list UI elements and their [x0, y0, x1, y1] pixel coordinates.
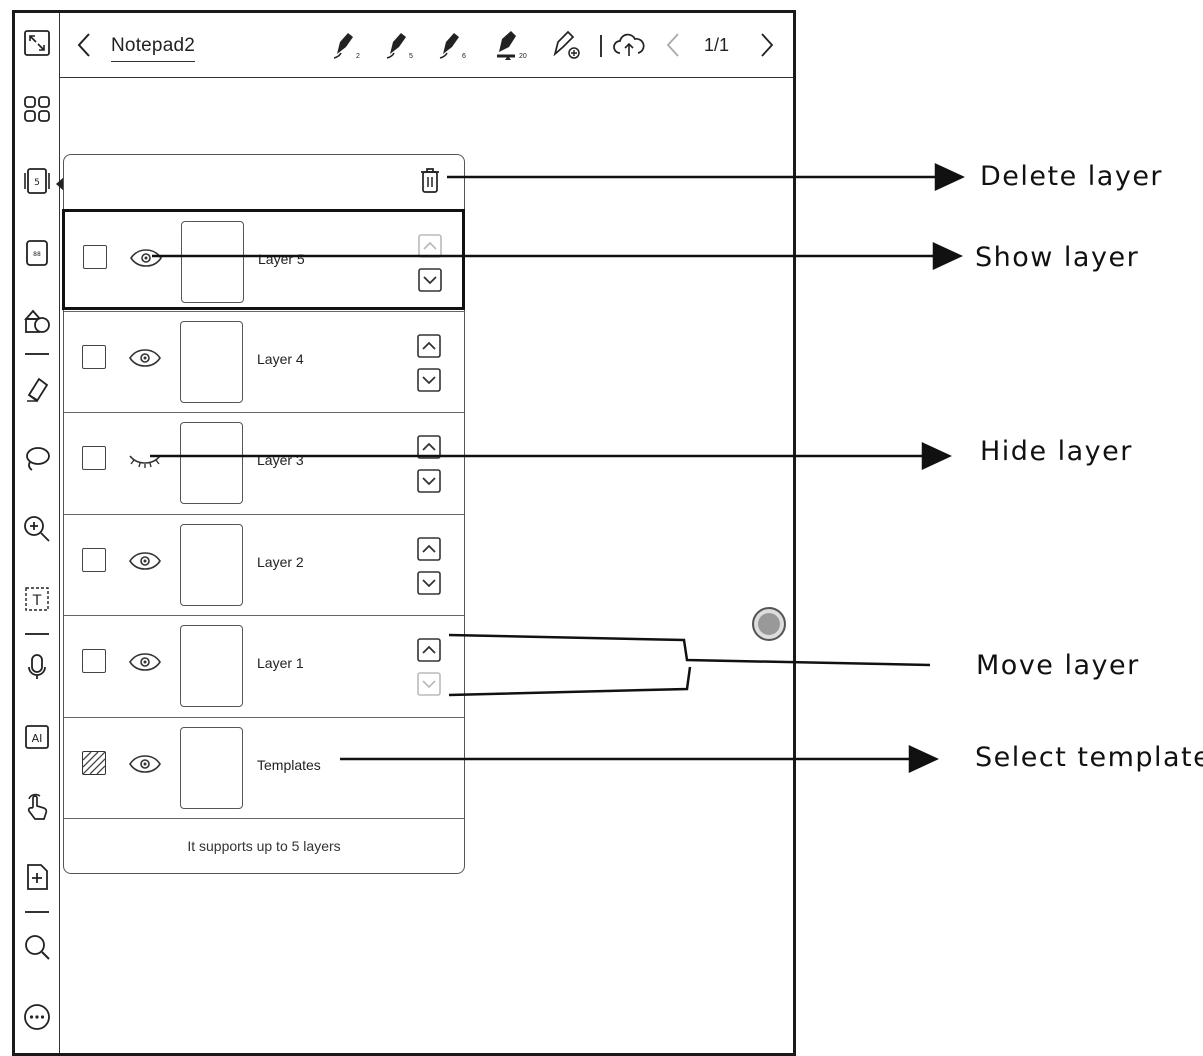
- svg-text:5: 5: [34, 178, 40, 188]
- layer-thumbnail: [180, 523, 243, 606]
- fullscreen-icon[interactable]: [19, 25, 55, 61]
- pen-icon[interactable]: 6: [435, 27, 469, 63]
- move-layer-down-icon[interactable]: [417, 469, 441, 493]
- page-template-icon[interactable]: 88: [19, 235, 55, 271]
- template-callout-arrowhead: [908, 745, 939, 773]
- pen-icon[interactable]: 2: [329, 27, 363, 63]
- template-name[interactable]: Templates: [257, 756, 321, 773]
- svg-text:T: T: [32, 593, 42, 609]
- notebook-title[interactable]: Notepad2: [111, 35, 196, 62]
- layer-row[interactable]: Layer 2: [64, 513, 464, 615]
- layer-row[interactable]: Layer 4: [64, 310, 464, 412]
- left-toolbar: 5 88 T AI: [15, 13, 60, 1053]
- pen-size-label: 2: [356, 53, 360, 60]
- page-indicator[interactable]: 1/1: [704, 35, 730, 55]
- eye-closed-icon[interactable]: [128, 448, 162, 470]
- panel-pointer: [56, 177, 64, 191]
- eye-icon[interactable]: [129, 247, 163, 269]
- toolbar-divider: [25, 353, 49, 355]
- eye-icon[interactable]: [128, 550, 162, 572]
- layer-row[interactable]: Layer 1: [64, 615, 464, 716]
- cloud-sync-icon[interactable]: [611, 27, 647, 63]
- eraser-icon[interactable]: [19, 371, 55, 407]
- previous-page-icon[interactable]: [663, 27, 685, 63]
- move-layer-down-icon[interactable]: [418, 268, 442, 292]
- template-thumbnail: [180, 726, 243, 809]
- pen-size-label: 6: [462, 53, 466, 60]
- callout-show-layer: Show layer: [975, 242, 1140, 273]
- zoom-in-icon[interactable]: [19, 511, 55, 547]
- layer-thumbnail: [180, 422, 243, 504]
- layer-checkbox[interactable]: [83, 245, 107, 269]
- delete-callout-arrowhead: [934, 163, 965, 191]
- move-layer-down-icon[interactable]: [417, 672, 441, 696]
- trash-icon[interactable]: [418, 165, 442, 195]
- move-layer-up-icon[interactable]: [417, 638, 441, 662]
- add-page-icon[interactable]: [19, 859, 55, 895]
- toolbar-divider: [600, 35, 602, 57]
- move-layer-down-icon[interactable]: [417, 570, 441, 595]
- ai-icon[interactable]: AI: [19, 719, 55, 755]
- pen-icon[interactable]: 5: [382, 27, 416, 63]
- move-layer-up-icon[interactable]: [417, 536, 441, 561]
- layer-thumbnail: [180, 320, 243, 403]
- grid-view-icon[interactable]: [19, 91, 55, 127]
- toolbar-divider: [25, 633, 49, 635]
- move-layer-up-icon[interactable]: [417, 435, 441, 459]
- device-screen: 5 88 T AI: [12, 10, 796, 1056]
- layer-name: Layer 1: [257, 655, 304, 671]
- move-layer-down-icon[interactable]: [417, 367, 441, 392]
- svg-text:88: 88: [33, 251, 41, 258]
- pen-size-label: 5: [409, 53, 413, 60]
- pen-settings-icon[interactable]: [549, 27, 583, 63]
- layer-checkbox[interactable]: [82, 547, 106, 572]
- eye-icon[interactable]: [128, 347, 162, 369]
- microphone-icon[interactable]: [19, 649, 55, 685]
- callout-delete-layer: Delete layer: [980, 161, 1164, 192]
- move-layer-up-icon[interactable]: [417, 333, 441, 358]
- text-box-icon[interactable]: T: [19, 581, 55, 617]
- more-options-icon[interactable]: [19, 999, 55, 1035]
- layers-icon[interactable]: 5: [19, 163, 55, 199]
- layer-thumbnail: [180, 625, 243, 707]
- callout-hide-layer: Hide layer: [980, 436, 1133, 467]
- layers-limit-note: It supports up to 5 layers: [187, 838, 341, 854]
- touch-gesture-icon[interactable]: [19, 789, 55, 825]
- layer-thumbnail: [181, 221, 244, 303]
- eye-icon[interactable]: [128, 651, 162, 673]
- move-callout-bracket: [448, 633, 931, 697]
- layer-checkbox[interactable]: [82, 446, 106, 470]
- back-arrow-icon[interactable]: [73, 27, 97, 63]
- toolbar-divider: [25, 911, 49, 913]
- search-icon[interactable]: [19, 929, 55, 965]
- lasso-icon[interactable]: [19, 441, 55, 477]
- layer-name: Layer 4: [257, 350, 304, 367]
- top-toolbar: Notepad2 2 5 6 20 1/1: [59, 13, 793, 78]
- callout-select-template: Select template: [975, 742, 1203, 773]
- hide-callout-arrowhead: [921, 442, 952, 470]
- next-page-icon[interactable]: [755, 27, 777, 63]
- layer-checkbox[interactable]: [82, 344, 106, 369]
- floating-toolbar-handle[interactable]: [752, 607, 786, 641]
- marker-icon[interactable]: 20: [491, 27, 531, 63]
- svg-text:AI: AI: [32, 732, 43, 745]
- callout-move-layer: Move layer: [976, 650, 1140, 681]
- layer-name: Layer 2: [257, 553, 304, 570]
- pen-size-label: 20: [519, 53, 527, 60]
- show-callout-arrowhead: [932, 242, 963, 270]
- layer-checkbox[interactable]: [82, 649, 106, 673]
- template-hatch-icon[interactable]: [82, 750, 106, 775]
- shapes-icon[interactable]: [19, 303, 55, 339]
- eye-icon[interactable]: [128, 753, 162, 775]
- panel-divider: [64, 817, 464, 819]
- template-row[interactable]: Templates: [64, 716, 464, 818]
